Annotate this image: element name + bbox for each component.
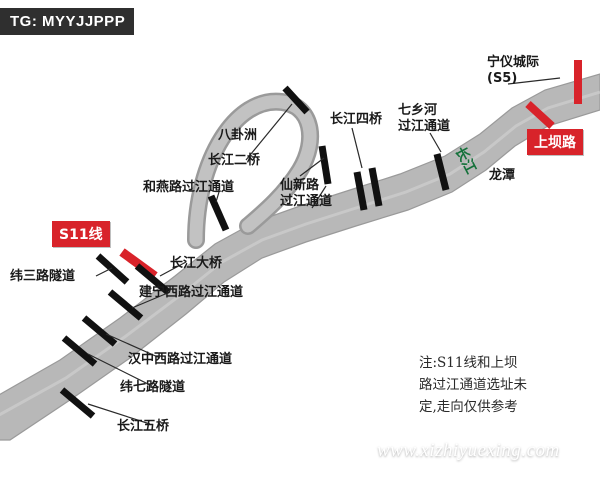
label-hanzhongxilu-crossing: 汉中西路过江通道 <box>128 352 233 367</box>
label-heyanlu-crossing: 和燕路过江通道 <box>143 180 235 195</box>
red-tag-shangbalu[interactable]: 上坝路 <box>527 129 583 155</box>
label-changjiang-bridge: 长江大桥 <box>170 256 223 271</box>
label-weisanlu-tunnel: 纬三路隧道 <box>10 269 76 284</box>
leader-lines <box>87 77 561 425</box>
label-changjiang-5th-bridge: 长江五桥 <box>117 419 170 434</box>
red-tag-s11[interactable]: S11线 <box>52 221 110 247</box>
label-weiqilu-tunnel: 纬七路隧道 <box>120 380 186 395</box>
tg-watermark-badge: TG: MYYJJPPP <box>0 8 135 35</box>
crossing-markers <box>59 60 582 419</box>
baguazhou-island <box>187 92 320 249</box>
label-changjiang-4th-bridge: 长江四桥 <box>330 112 383 127</box>
label-xianxinlu-crossing: 仙新路 过江通道 <box>280 178 333 209</box>
label-jianningxilu-crossing: 建宁西路过江通道 <box>139 285 244 300</box>
site-watermark: www.xizhiyuexing.com <box>377 440 560 461</box>
map-note: 注:S11线和上坝 路过江通道选址未 定,走向仅供参考 <box>419 355 527 415</box>
label-qixianghe-crossing: 七乡河 过江通道 <box>398 103 451 134</box>
label-changjiang-2nd-bridge: 长江二桥 <box>208 153 261 168</box>
label-longtan: 龙潭 <box>489 168 516 183</box>
label-ningyi-chengji: 宁仪城际 (S5) <box>487 55 540 86</box>
label-baguazhou: 八卦洲 <box>218 128 258 143</box>
